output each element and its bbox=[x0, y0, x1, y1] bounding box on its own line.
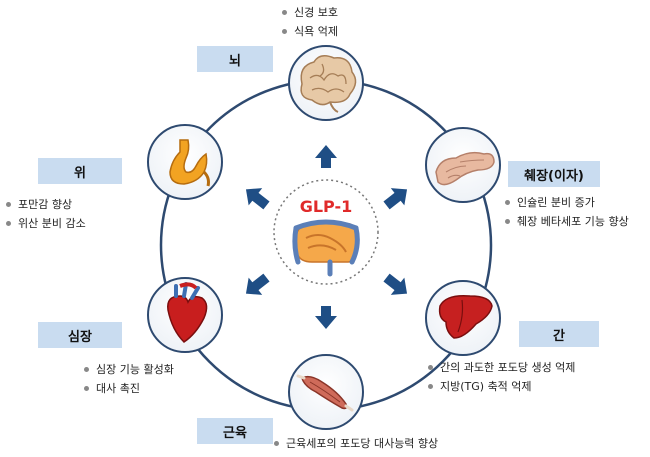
label-brain: 뇌 bbox=[197, 46, 273, 72]
arrow-down bbox=[315, 306, 337, 329]
brain-effects: 신경 보호 식욕 억제 bbox=[280, 3, 338, 41]
list-item: 식욕 억제 bbox=[280, 22, 338, 41]
center-title: GLP-1 bbox=[300, 197, 353, 216]
label-pancreas: 췌장(이자) bbox=[508, 161, 600, 187]
label-heart: 심장 bbox=[38, 322, 122, 348]
label-stomach: 위 bbox=[38, 158, 122, 184]
arrow-upper-left bbox=[239, 181, 273, 214]
list-item: 대사 촉진 bbox=[82, 379, 174, 398]
arrow-lower-right bbox=[380, 269, 414, 302]
arrow-lower-left bbox=[239, 269, 273, 302]
label-muscle: 근육 bbox=[197, 418, 273, 444]
list-item: 위산 분비 감소 bbox=[4, 214, 86, 233]
list-item: 췌장 베타세포 기능 향상 bbox=[503, 212, 629, 231]
list-item: 근육세포의 포도당 대사능력 향상 bbox=[272, 434, 438, 453]
list-item: 신경 보호 bbox=[280, 3, 338, 22]
label-liver: 간 bbox=[519, 321, 599, 347]
list-item: 심장 기능 활성화 bbox=[82, 360, 174, 379]
arrow-up bbox=[315, 145, 337, 168]
list-item: 간의 과도한 포도당 생성 억제 bbox=[426, 358, 575, 377]
muscle-effects: 근육세포의 포도당 대사능력 향상 bbox=[272, 434, 438, 453]
stomach-effects: 포만감 향상 위산 분비 감소 bbox=[4, 195, 86, 233]
list-item: 지방(TG) 축적 억제 bbox=[426, 377, 575, 396]
arrow-upper-right bbox=[380, 181, 414, 214]
liver-effects: 간의 과도한 포도당 생성 억제 지방(TG) 축적 억제 bbox=[426, 358, 575, 396]
pancreas-effects: 인슐린 분비 증가 췌장 베타세포 기능 향상 bbox=[503, 193, 629, 231]
list-item: 포만감 향상 bbox=[4, 195, 86, 214]
list-item: 인슐린 분비 증가 bbox=[503, 193, 629, 212]
heart-effects: 심장 기능 활성화 대사 촉진 bbox=[82, 360, 174, 398]
